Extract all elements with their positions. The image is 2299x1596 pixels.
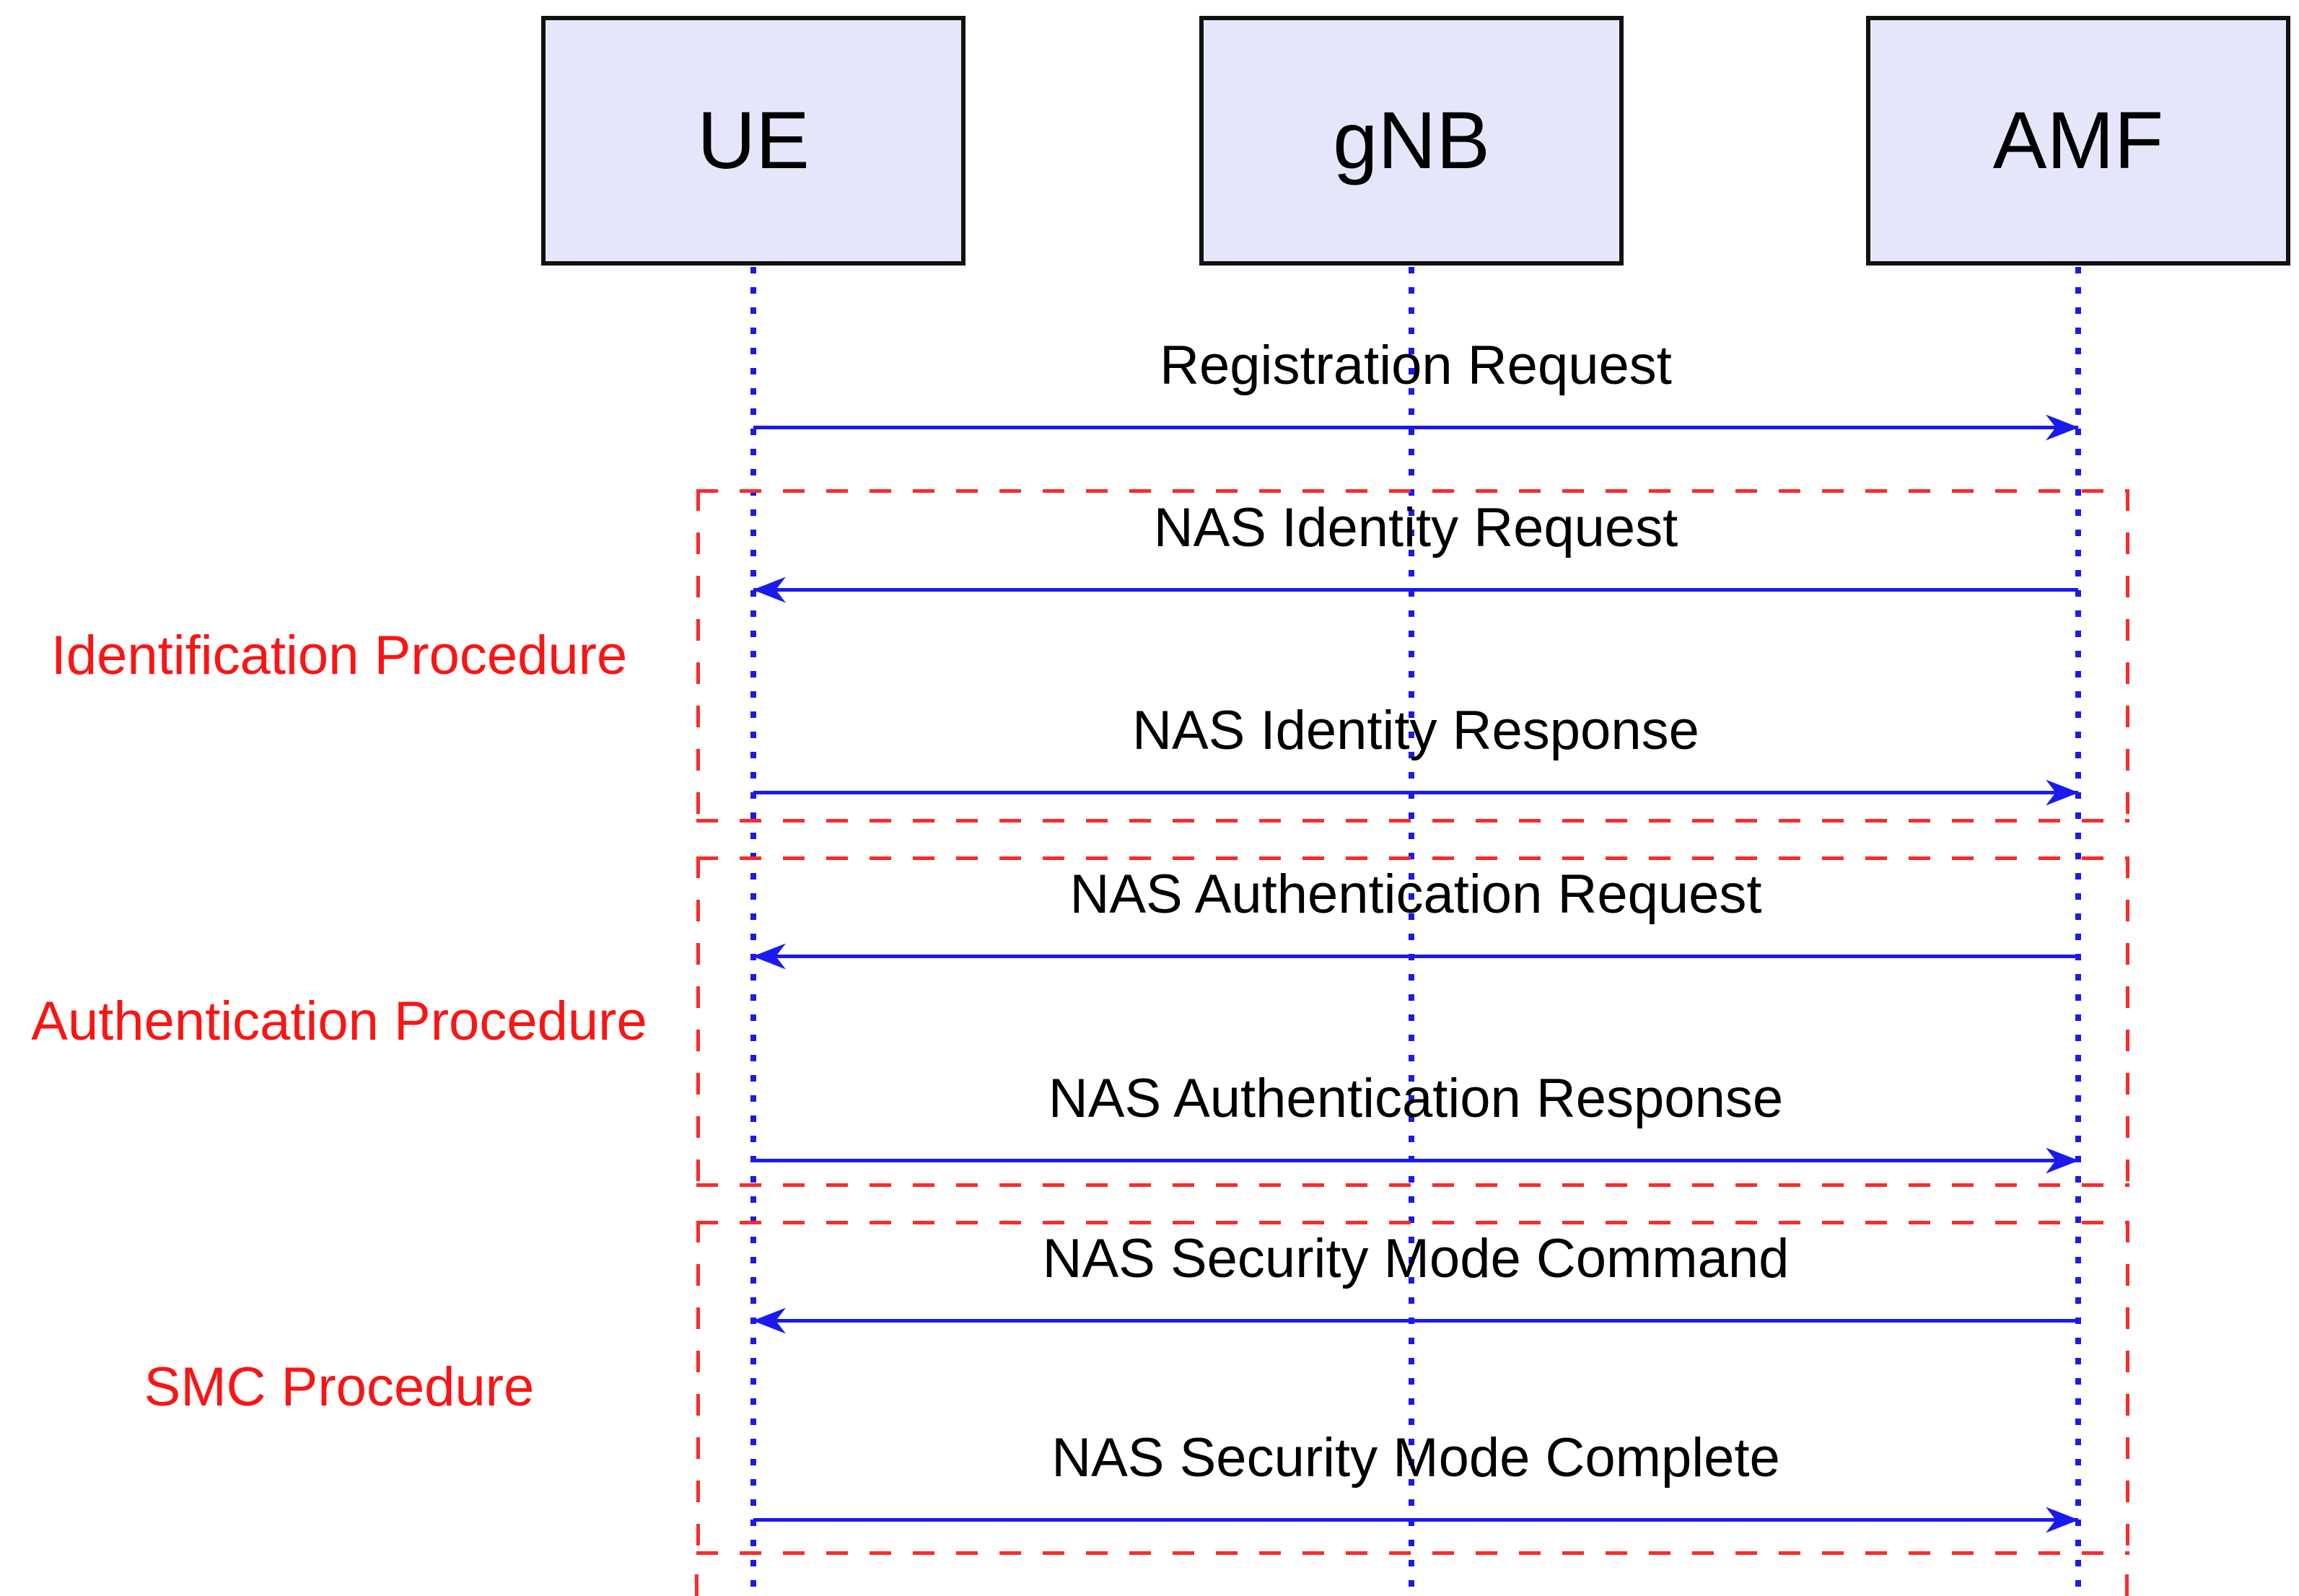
group-label-smc-procedure: SMC Procedure <box>144 1356 535 1418</box>
actor-label-amf: AMF <box>1992 95 2164 185</box>
actor-label-gnb: gNB <box>1333 95 1490 185</box>
group-box-identification-procedure <box>696 489 2129 823</box>
group-label-authentication-procedure: Authentication Procedure <box>31 991 647 1052</box>
message-arrow-nas-authentication-request <box>753 943 2078 970</box>
message-arrow-nas-security-mode-complete <box>753 1507 2079 1533</box>
group-box-crop-stub-right <box>2125 1574 2129 1596</box>
message-label-nas-authentication-response: NAS Authentication Response <box>1048 1068 1784 1129</box>
message-arrow-registration-request <box>753 414 2079 441</box>
actor-box-amf: AMF <box>1866 16 2290 266</box>
message-arrow-nas-identity-response <box>753 779 2079 806</box>
group-label-identification-procedure: Identification Procedure <box>51 625 628 686</box>
actor-label-ue: UE <box>697 95 810 185</box>
message-label-nas-identity-response: NAS Identity Response <box>1132 700 1699 761</box>
group-box-crop-stub-left <box>695 1574 699 1596</box>
message-arrow-nas-identity-request <box>753 576 2078 603</box>
message-arrow-nas-authentication-response <box>753 1147 2079 1174</box>
message-arrow-nas-security-mode-command <box>753 1307 2078 1334</box>
message-label-nas-identity-request: NAS Identity Request <box>1153 497 1678 558</box>
message-label-nas-security-mode-complete: NAS Security Mode Complete <box>1051 1427 1780 1488</box>
message-label-registration-request: Registration Request <box>1160 335 1672 396</box>
group-box-smc-procedure <box>696 1221 2129 1555</box>
arrowhead-right-icon <box>2046 414 2079 441</box>
actor-box-gnb: gNB <box>1199 16 1624 266</box>
message-label-nas-authentication-request: NAS Authentication Request <box>1069 864 1762 925</box>
actor-box-ue: UE <box>541 16 965 266</box>
message-label-nas-security-mode-command: NAS Security Mode Command <box>1042 1228 1790 1289</box>
group-box-authentication-procedure <box>696 856 2129 1187</box>
